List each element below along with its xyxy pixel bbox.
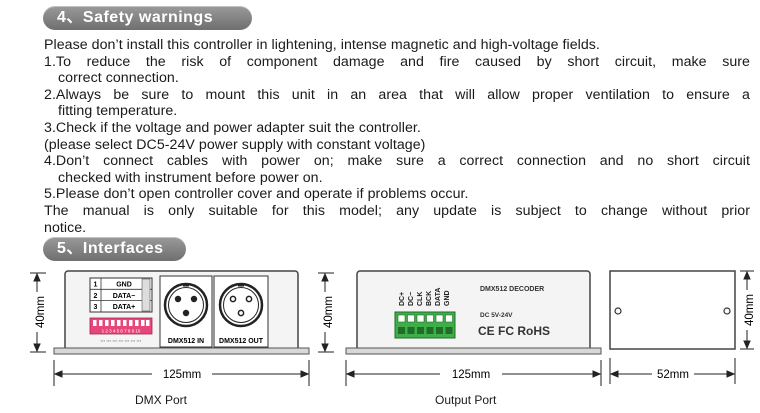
terminal-label: BCK [426, 291, 433, 306]
voltage-label: DC 5V-24V [480, 312, 513, 319]
output-height-dimension [318, 272, 334, 353]
side-width-label: 52mm [657, 369, 689, 381]
output-terminal-block-icon [394, 311, 456, 339]
dmx-out-label: DMX512 OUT [219, 338, 264, 345]
side-device-body [609, 270, 736, 350]
dmx-terminal-connector-icon [141, 278, 151, 312]
dip-switch-icon: 1 2 3 4 5 6 7 8 9 10 ▪▪▪ ▪▪▪ ▪▪▪ ▪▪▪ ▪▪▪… [89, 317, 153, 343]
safety-line: The manual is only suitable for this mod… [44, 202, 750, 219]
safety-line: fitting temperature. [58, 103, 178, 120]
terminal-row-number: 3 [94, 304, 98, 311]
safety-line: 3.Check if the voltage and power adapter… [44, 119, 421, 136]
xlr-in-connector-icon [163, 282, 209, 328]
interfaces-heading: 5、Interfaces [43, 237, 186, 261]
output-width-label: 125mm [452, 369, 490, 381]
safety-warnings-text: Please don’t install this controller in … [44, 37, 750, 236]
safety-line: correct connection. [58, 70, 179, 87]
side-height-label: 40mm [744, 294, 756, 326]
safety-line: checked with instrument before power on. [58, 169, 323, 186]
terminal-row-label: DATA− [113, 293, 136, 300]
dmx-port-diagram: 40mm 1 2 3 GND DATA− DATA+ 1 2 3 4 5 6 7… [30, 270, 310, 386]
output-width-dimension [345, 360, 602, 386]
dip-switch-numbers: 1 2 3 4 5 6 7 8 9 10 [102, 329, 141, 334]
safety-line: (please select DC5-24V power supply with… [44, 136, 426, 153]
side-height-dimension [740, 270, 754, 350]
output-device-body [356, 270, 591, 352]
dmx-height-dimension [30, 272, 46, 353]
terminal-row-number: 1 [94, 282, 98, 289]
side-view-diagram: 40mm 52mm [609, 270, 756, 384]
dmx-in-label: DMX512 IN [168, 338, 204, 345]
terminal-label: GND [444, 290, 451, 306]
terminal-row-label: GND [116, 282, 132, 289]
dmx-device-base [53, 347, 310, 355]
dmx-terminal-table [89, 277, 153, 313]
safety-warnings-heading: 4、Safety warnings [43, 6, 252, 30]
terminal-label: DC− [408, 292, 415, 306]
terminal-label: CLK [417, 292, 424, 306]
output-device-base [345, 347, 602, 355]
safety-line: notice. [44, 219, 87, 236]
side-width-dimension [609, 358, 736, 384]
safety-line: 5.Please don’t open controller cover and… [44, 186, 469, 203]
output-height-label: 40mm [323, 296, 335, 328]
safety-warnings-title: 4、Safety warnings [57, 9, 214, 26]
terminal-label: DATA [435, 288, 442, 306]
certification-marks: CE FC RoHS [478, 324, 550, 338]
dmx-port-caption: DMX Port [135, 393, 188, 407]
xlr-out-connector-icon [218, 282, 264, 328]
mounting-hole-icon [723, 307, 731, 315]
dmx-width-dimension [53, 360, 310, 386]
output-port-caption: Output Port [435, 393, 497, 407]
safety-line: 1.To reduce the risk of component damage… [44, 53, 750, 70]
output-terminal-labels: DC+ DC− CLK BCK DATA GND [399, 288, 451, 306]
dmx-height-label: 40mm [35, 296, 47, 328]
mounting-hole-icon [614, 307, 622, 315]
dip-switch-legend: ▪▪▪ ▪▪▪ ▪▪▪ ▪▪▪ ▪▪▪ ▪▪▪ ▪▪▪ [101, 339, 142, 343]
terminal-row-number: 2 [94, 293, 98, 300]
terminal-row-label: DATA+ [113, 304, 136, 311]
terminal-label: DC+ [399, 292, 406, 306]
safety-line: Please don’t install this controller in … [44, 37, 600, 53]
safety-line: 2.Always be sure to mount this unit in a… [44, 86, 750, 103]
output-port-diagram: 40mm DC+ DC− CLK BCK DATA GND DMX512 DEC… [318, 270, 602, 386]
safety-line: 4.Don’t connect cables with power on; ma… [44, 153, 750, 170]
dmx-width-label: 125mm [163, 369, 201, 381]
interfaces-title: 5、Interfaces [57, 240, 164, 257]
decoder-label: DMX512 DECODER [480, 286, 544, 293]
